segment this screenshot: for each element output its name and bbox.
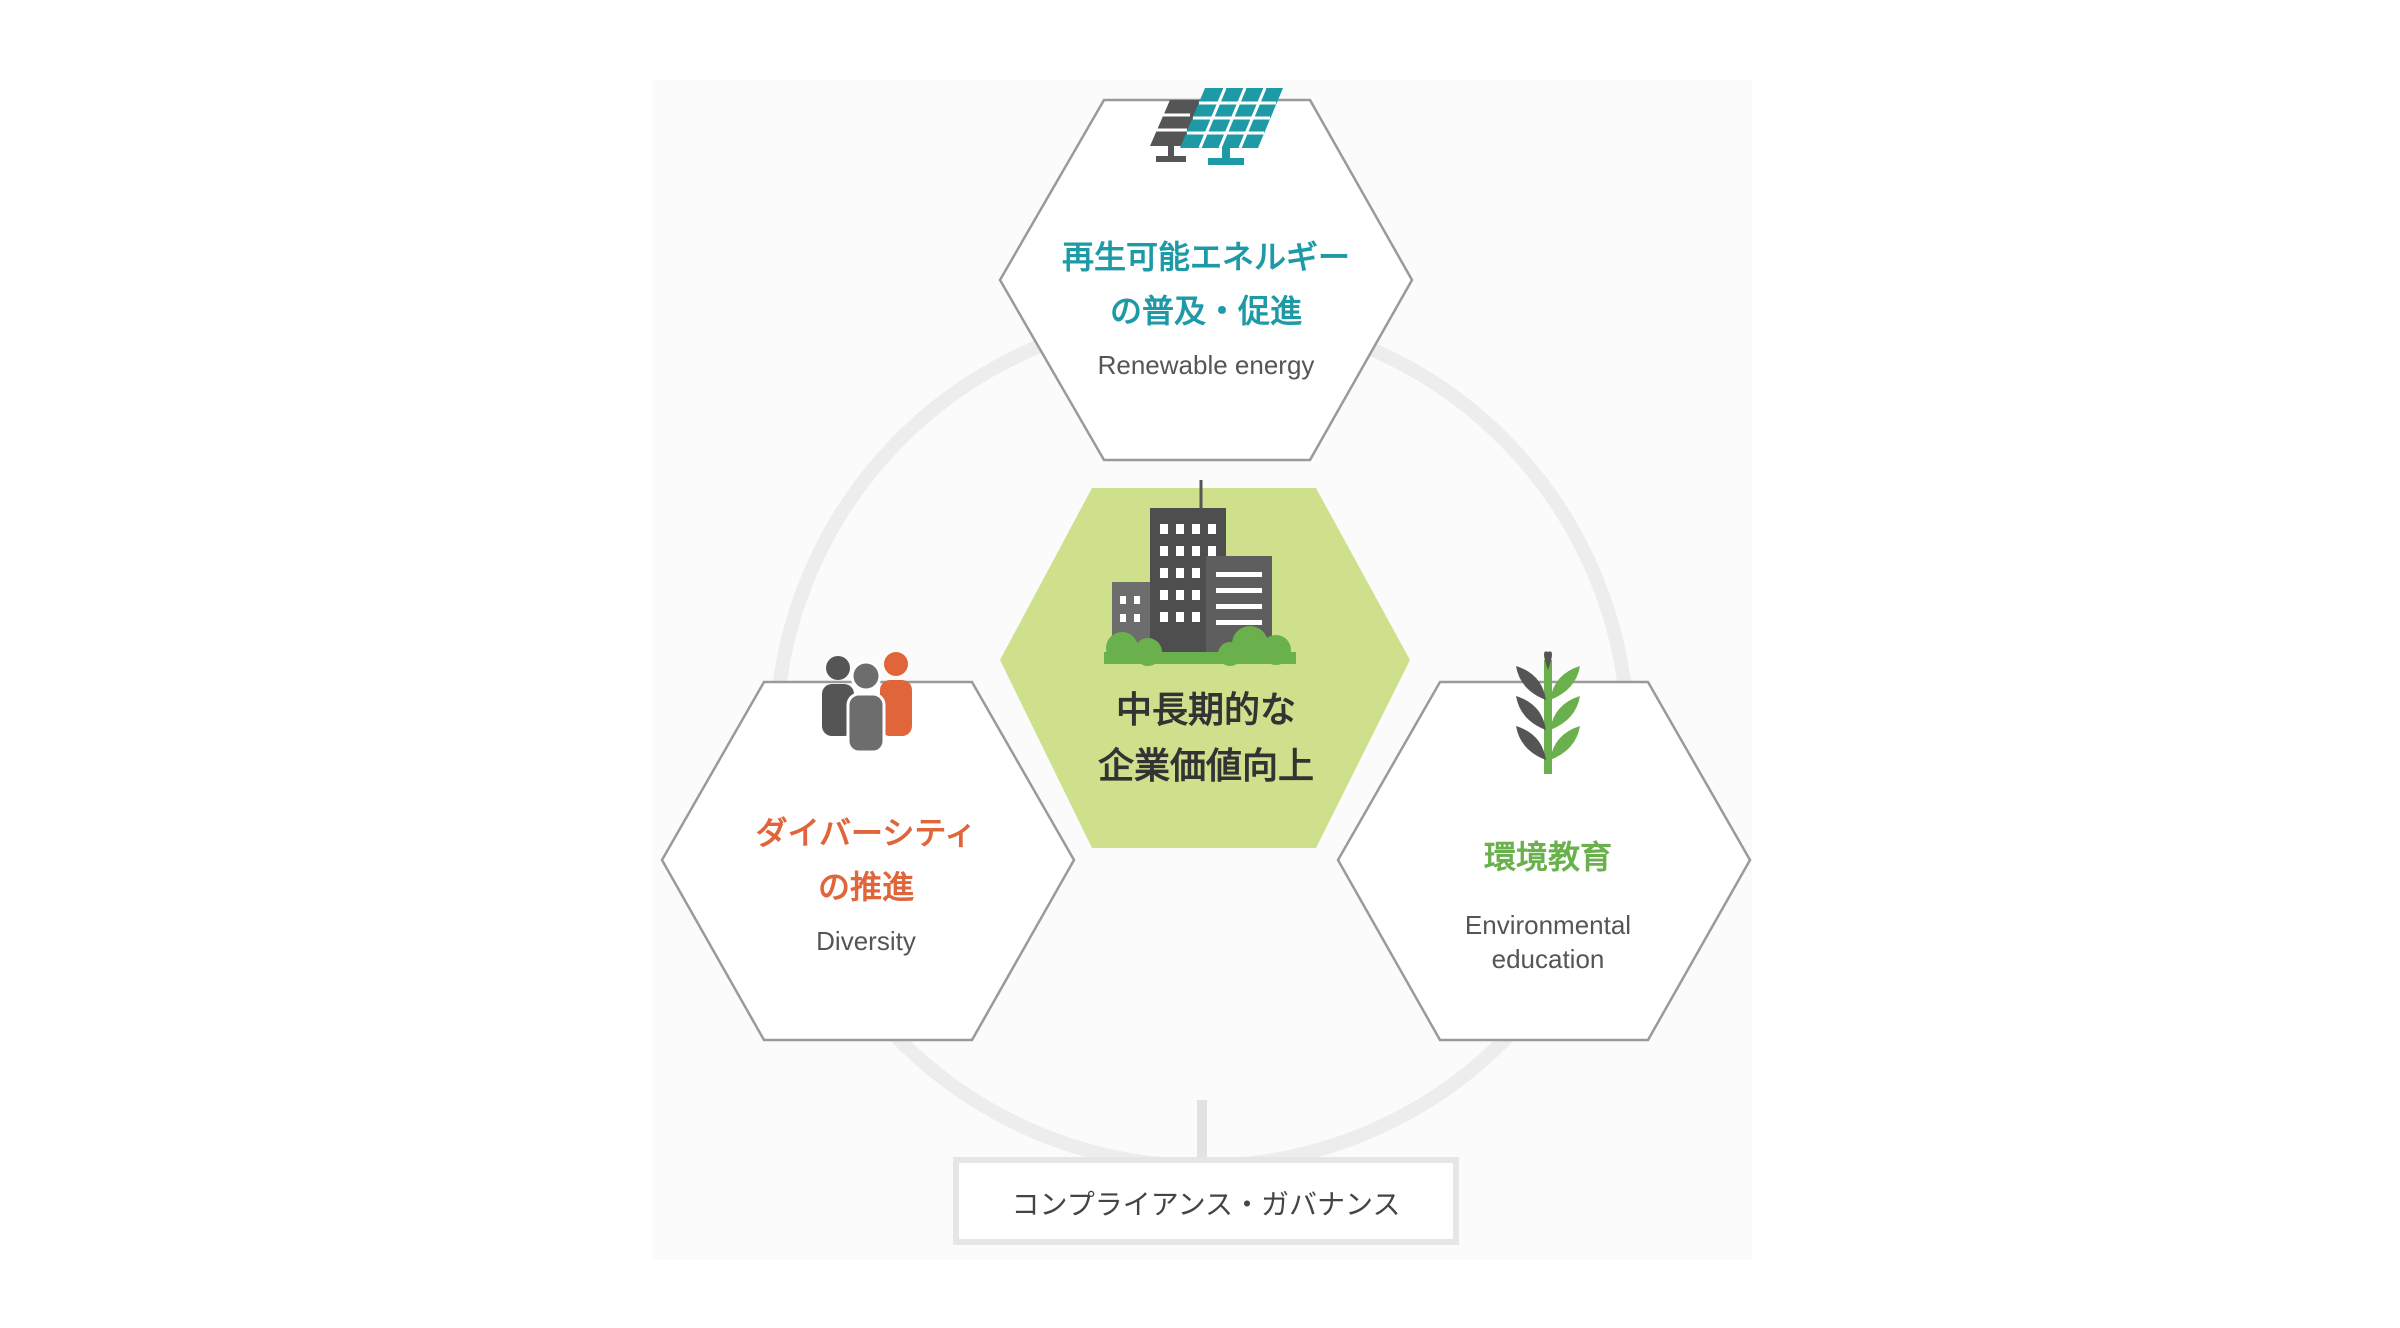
left-title-line2: の推進 — [818, 868, 914, 906]
foundation-label: コンプライアンス・ガバナンス — [1012, 1188, 1401, 1221]
right-hexagon: 環境教育 Environmental education — [1336, 651, 1752, 1042]
people-group-icon — [822, 652, 912, 754]
top-title-line1: 再生可能エネルギー — [1062, 238, 1350, 276]
center-hexagon: 中長期的な 企業価値向上 — [1000, 480, 1410, 848]
leaf-sprout-icon — [1516, 651, 1580, 774]
right-subtitle-line1: Environmental — [1465, 910, 1631, 940]
left-hexagon: ダイバーシティ の推進 Diversity — [660, 652, 1076, 1042]
solar-panel-icon — [1150, 87, 1283, 165]
right-title: 環境教育 — [1484, 838, 1612, 876]
foundation-box: コンプライアンス・ガバナンス — [953, 1157, 1459, 1245]
top-title-line2: の普及・促進 — [1110, 292, 1302, 330]
right-subtitle-line2: education — [1492, 944, 1605, 974]
top-hexagon: 再生可能エネルギー の普及・促進 Renewable energy — [998, 87, 1414, 462]
center-title-line2: 企業価値向上 — [1098, 745, 1314, 787]
left-title-line1: ダイバーシティ — [756, 814, 977, 852]
top-subtitle: Renewable energy — [1098, 350, 1315, 380]
left-subtitle: Diversity — [816, 926, 916, 956]
office-buildings-icon — [1104, 480, 1296, 666]
center-title-line1: 中長期的な — [1116, 690, 1296, 731]
